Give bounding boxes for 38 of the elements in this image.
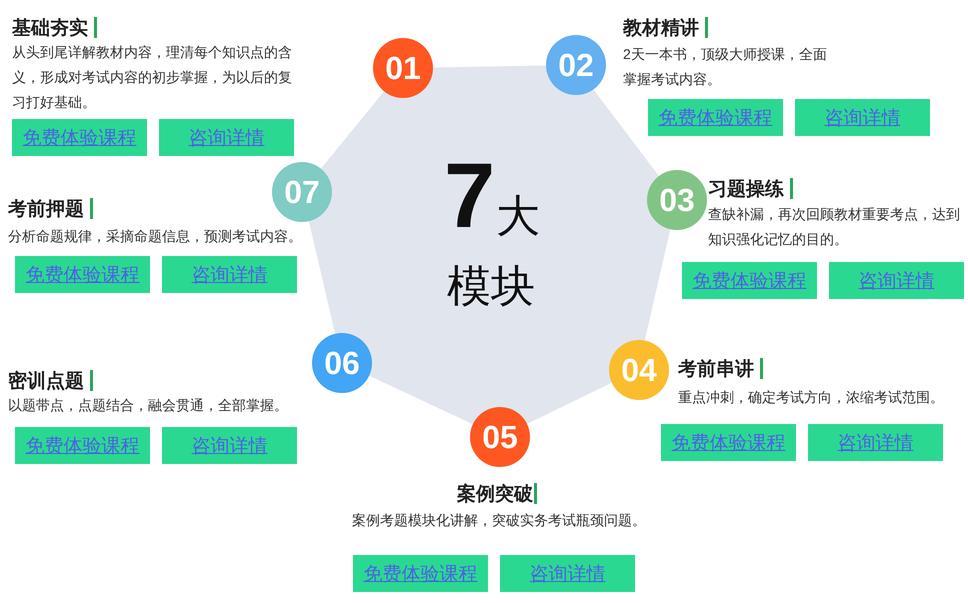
consult-button: 咨询详情 [159,119,294,156]
trial-course-button: 免费体验课程 [661,424,796,461]
module-title: 考前串讲 [678,358,763,382]
center-text: 大 [496,195,540,239]
module-description: 2天一本书，顶级大师授课，全面掌握考试内容。 [623,45,828,89]
consult-button: 咨询详情 [795,99,930,136]
module-description: 查缺补漏，再次回顾教材重要考点，达到知识强化记忆的目的。 [708,205,961,249]
center-number: 7 [444,150,496,242]
trial-course-button: 免费体验课程 [353,555,488,592]
module-title: 习题操练 [708,178,793,202]
step-number: 01 [385,52,421,84]
trial-course-button: 免费体验课程 [12,119,147,156]
module-title: 案例突破 [457,483,537,507]
module-title: 密训点题 [8,370,93,394]
trial-course-button: 免费体验课程 [648,99,783,136]
trial-course-button: 免费体验课程 [15,427,150,464]
module-description: 重点冲刺，确定考试方向，浓缩考试范围。 [678,388,945,407]
step-number: 07 [284,176,320,208]
consult-button: 咨询详情 [829,262,964,299]
module-description: 案例考题模块化讲解，突破实务考试瓶颈问题。 [351,511,647,530]
consult-button: 咨询详情 [162,256,297,293]
step-number: 06 [324,347,360,379]
step-number: 02 [558,49,594,81]
step-number: 03 [659,184,695,216]
module-description: 从头到尾详解教材内容，理清每个知识点的含义，形成对考试内容的初步掌握，为以后的复习打好基础。 [12,43,293,112]
center-text: 模块 [447,265,535,309]
trial-course-button: 免费体验课程 [15,256,150,293]
consult-button: 咨询详情 [500,555,635,592]
step-number: 05 [482,421,518,453]
module-title: 教材精讲 [623,17,708,41]
module-description: 以题带点，点题结合，融会贯通，全部掌握。 [8,396,289,415]
trial-course-button: 免费体验课程 [682,262,817,299]
module-title: 考前押题 [8,198,93,222]
module-title: 基础夯实 [12,17,97,41]
module-description: 分析命题规律，采摘命题信息，预测考试内容。 [8,227,303,246]
step-number: 04 [621,354,657,386]
consult-button: 咨询详情 [162,427,297,464]
consult-button: 咨询详情 [808,424,943,461]
